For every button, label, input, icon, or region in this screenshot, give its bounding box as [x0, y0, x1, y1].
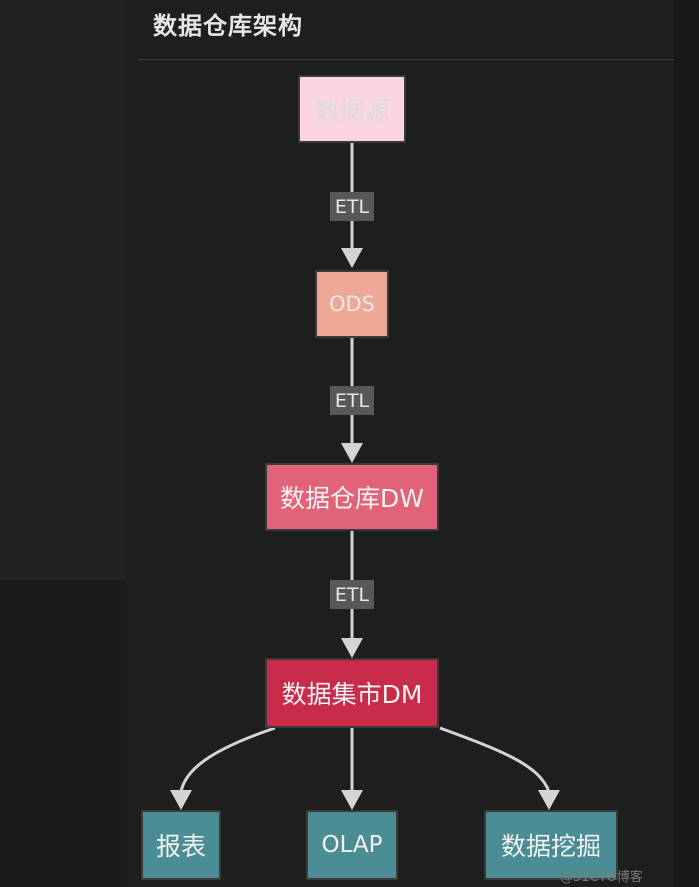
arrowhead-dw	[341, 443, 363, 463]
node-ods[interactable]: ODS	[315, 270, 389, 338]
arrowhead-dm	[341, 638, 363, 658]
edge-dm-mining	[439, 726, 551, 793]
edge-label-etl-2: ETL	[330, 386, 374, 415]
right-edge	[674, 0, 699, 887]
arrowhead-report	[170, 790, 192, 810]
arrowhead-olap	[341, 790, 363, 810]
node-data-warehouse[interactable]: 数据仓库DW	[265, 463, 439, 531]
edge-dm-report	[179, 726, 276, 793]
node-data-mining[interactable]: 数据挖掘	[484, 810, 618, 880]
edge-label-etl-3: ETL	[330, 580, 374, 609]
edge-label-etl-1: ETL	[330, 192, 374, 221]
node-report[interactable]: 报表	[141, 810, 221, 880]
watermark: @51CTO博客	[560, 870, 643, 885]
node-olap[interactable]: OLAP	[306, 810, 398, 880]
node-data-source[interactable]: 数据源	[298, 75, 406, 143]
arrowhead-mining	[538, 790, 560, 810]
title-divider	[138, 59, 674, 60]
left-strip	[0, 0, 125, 580]
node-data-mart[interactable]: 数据集市DM	[265, 658, 439, 728]
page-title: 数据仓库架构	[153, 12, 303, 40]
diagram-panel	[125, 0, 674, 887]
arrowhead-ods	[341, 248, 363, 268]
